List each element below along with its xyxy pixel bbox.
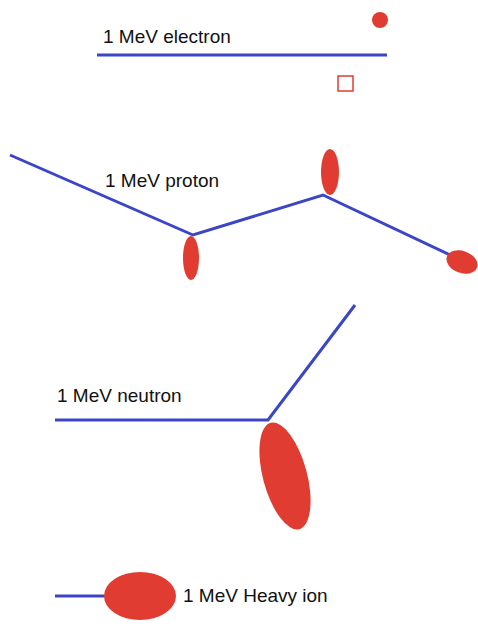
- recoil-ellipse: [443, 246, 478, 278]
- electron-track: [97, 54, 387, 57]
- particle-label: 1 MeV Heavy ion: [181, 585, 330, 607]
- recoil-ellipse: [183, 236, 199, 280]
- recoil-ellipse: [104, 572, 176, 620]
- electron-dot: [372, 12, 388, 28]
- recoil-ellipse: [250, 417, 321, 535]
- proton-track: [10, 155, 465, 262]
- recoil-ellipse: [321, 149, 339, 195]
- ion-track: [55, 595, 110, 598]
- particle-label: 1 MeV proton: [103, 170, 221, 192]
- particle-label: 1 MeV neutron: [55, 385, 184, 407]
- vacancy-square: [338, 76, 353, 91]
- particle-label: 1 MeV electron: [101, 26, 233, 48]
- neutron-track: [55, 305, 355, 420]
